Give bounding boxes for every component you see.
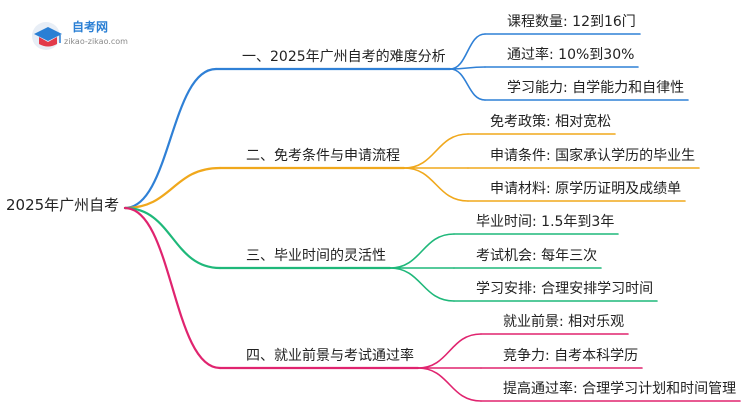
leaf-connector: [389, 267, 455, 302]
leaf-connector: [417, 333, 482, 369]
leaf-pass-rate: 通过率: 10%到30%: [507, 47, 635, 63]
branch-employment-pass-rate: 四、就业前景与考试通过率: [246, 348, 414, 364]
root-topic: 2025年广州自考: [6, 196, 120, 214]
logo-title: 自考网: [72, 20, 109, 34]
branch-connector: [123, 206, 222, 270]
branch-graduation-flexibility: 三、毕业时间的灵活性: [246, 248, 386, 264]
leaf-connector: [403, 133, 469, 169]
leaf-graduation-time: 毕业时间: 1.5年到3年: [476, 214, 615, 230]
leaf-exam-opportunity: 考试机会: 每年三次: [476, 248, 598, 264]
leaf-learning-ability: 学习能力: 自学能力和自律性: [507, 80, 685, 96]
leaf-exemption-policy: 免考政策: 相对宽松: [490, 114, 612, 130]
leaf-application-conditions: 申请条件: 国家承认学历的毕业生: [490, 148, 696, 164]
leaf-connector: [449, 68, 486, 101]
leaf-connector: [389, 233, 455, 269]
branch-exemption: 二、免考条件与申请流程: [246, 148, 400, 164]
graduation-cap-icon: [32, 22, 62, 50]
leaf-connector: [403, 167, 469, 202]
site-logo: 自考网 zikao-zikao.com: [28, 16, 138, 56]
leaf-connector: [449, 33, 486, 70]
branch-connector: [123, 67, 218, 210]
leaf-study-arrangement: 学习安排: 合理安排学习时间: [476, 281, 654, 297]
logo-url: zikao-zikao.com: [64, 37, 128, 46]
branch-connector: [123, 206, 222, 370]
leaf-improve-pass-rate: 提高通过率: 合理学习计划和时间管理: [503, 381, 737, 397]
leaf-connector: [417, 367, 482, 402]
leaf-competitiveness: 竞争力: 自考本科学历: [503, 348, 639, 364]
branch-difficulty-analysis: 一、2025年广州自考的难度分析: [242, 49, 446, 65]
leaf-application-materials: 申请材料: 原学历证明及成绩单: [490, 181, 682, 197]
leaf-employment-prospects: 就业前景: 相对乐观: [503, 314, 625, 330]
branch-connector: [123, 166, 222, 210]
leaf-course-count: 课程数量: 12到16门: [507, 14, 636, 30]
